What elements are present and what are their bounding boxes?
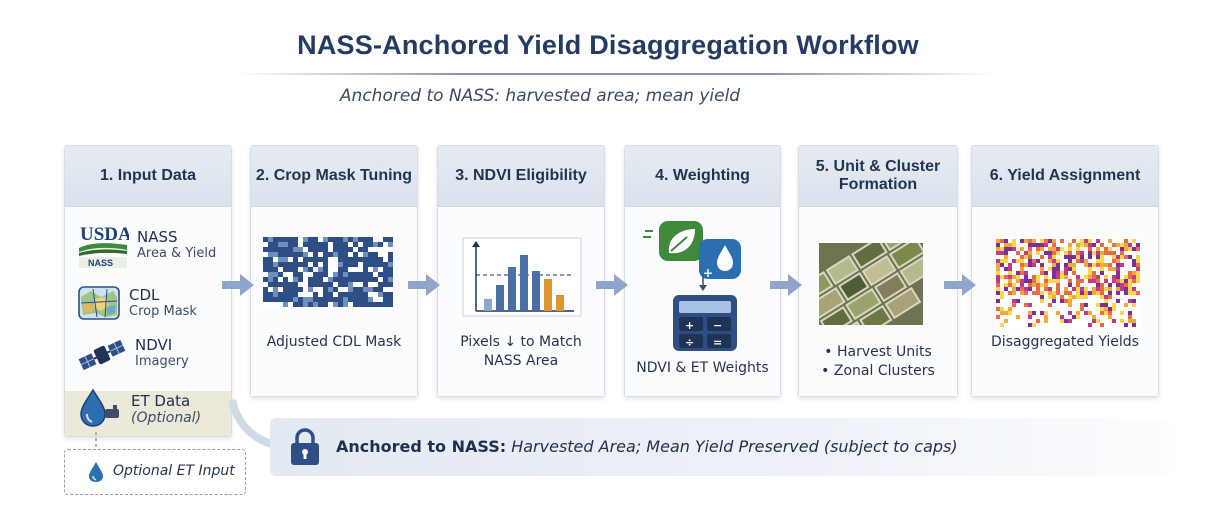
step-body: Pixels ↓ to Match NASS Area xyxy=(438,207,604,396)
arrow-right-icon xyxy=(596,274,628,296)
title-divider xyxy=(235,73,995,75)
step-card-crop-mask-tuning: 2. Crop Mask Tuning Adjusted CDL Mask xyxy=(250,145,418,397)
input-item-cdl: CDL Crop Mask xyxy=(77,285,197,321)
step-body: + + − ÷ = NDVI & ET Weights xyxy=(625,207,780,396)
step-card-yield-assignment: 6. Yield Assignment Disaggregated Yields xyxy=(971,145,1159,397)
input-detail: (Optional) xyxy=(131,410,202,426)
input-name: NASS xyxy=(137,228,178,246)
water-drop-faucet-icon xyxy=(80,388,119,427)
arrow-right-icon xyxy=(944,274,976,296)
svg-text:+: + xyxy=(685,319,694,332)
svg-text:−: − xyxy=(713,319,722,332)
cdl-map-icon xyxy=(78,286,120,320)
diagram-subtitle: Anchored to NASS: harvested area; mean y… xyxy=(339,86,741,106)
lock-icon xyxy=(291,428,319,465)
svg-text:+: + xyxy=(703,266,713,280)
bar-chart-threshold-icon xyxy=(462,237,582,317)
diagram-title: NASS-Anchored Yield Disaggregation Workf… xyxy=(297,30,919,60)
input-detail: Crop Mask xyxy=(129,304,197,319)
aerial-fields-icon xyxy=(819,243,923,325)
svg-text:=: = xyxy=(713,336,722,349)
step-header: 2. Crop Mask Tuning xyxy=(251,146,417,207)
arrow-right-icon xyxy=(408,274,440,296)
optional-connector xyxy=(95,432,97,450)
yield-heatmap xyxy=(996,239,1140,329)
step-caption: NDVI & ET Weights xyxy=(636,360,769,376)
step-card-weighting: 4. Weighting + + − ÷ = NDVI xyxy=(624,145,781,397)
step-card-unit-cluster-formation: 5. Unit & Cluster Formation xyxy=(798,145,958,397)
svg-text:NASS: NASS xyxy=(88,258,113,268)
input-detail: Area & Yield xyxy=(137,246,217,261)
step-body: Disaggregated Yields xyxy=(972,207,1158,396)
step-card-input-data: 1. Input Data USDA NASS NASS Area & Yiel… xyxy=(64,145,232,437)
nass-anchor-banner: Anchored to NASS: Harvested Area; Mean Y… xyxy=(270,418,1170,476)
step-caption: Disaggregated Yields xyxy=(991,334,1139,350)
input-item-et: ET Data (Optional) xyxy=(77,387,201,429)
svg-text:USDA: USDA xyxy=(80,224,129,245)
svg-text:÷: ÷ xyxy=(685,336,694,349)
step-body: • Harvest Units • Zonal Clusters xyxy=(799,207,957,396)
step-header: 4. Weighting xyxy=(625,146,780,207)
water-drop-icon xyxy=(89,462,103,482)
arrow-right-icon xyxy=(770,274,802,296)
satellite-icon xyxy=(78,339,126,371)
step-caption: Adjusted CDL Mask xyxy=(266,334,402,350)
step-header: 6. Yield Assignment xyxy=(972,146,1158,207)
input-name: NDVI xyxy=(135,336,173,354)
optional-et-input-box: Optional ET Input xyxy=(64,449,246,495)
step-caption: Pixels ↓ to Match NASS Area xyxy=(460,334,582,369)
input-name: ET Data xyxy=(131,392,191,410)
optional-et-label: Optional ET Input xyxy=(113,463,235,479)
step-caption: • Harvest Units • Zonal Clusters xyxy=(821,344,935,379)
input-item-ndvi: NDVI Imagery xyxy=(77,335,189,375)
leaf-water-calculator-icon: + + − ÷ = xyxy=(643,221,741,351)
arrow-right-icon xyxy=(222,274,254,296)
step-header: 3. NDVI Eligibility xyxy=(438,146,604,207)
input-detail: Imagery xyxy=(135,354,189,369)
step-body: Adjusted CDL Mask xyxy=(251,207,417,396)
input-item-nass: USDA NASS NASS Area & Yield xyxy=(77,221,216,269)
input-name: CDL xyxy=(129,286,160,304)
step-header: 1. Input Data xyxy=(65,146,231,207)
step-body: USDA NASS NASS Area & Yield CD xyxy=(65,207,231,436)
crop-mask-mosaic xyxy=(263,237,393,309)
step-card-ndvi-eligibility: 3. NDVI Eligibility Pixels ↓ to Match NA… xyxy=(437,145,605,397)
usda-logo: USDA NASS xyxy=(79,224,129,268)
banner-text: Anchored to NASS: Harvested Area; Mean Y… xyxy=(336,437,958,456)
step-header: 5. Unit & Cluster Formation xyxy=(799,146,957,207)
